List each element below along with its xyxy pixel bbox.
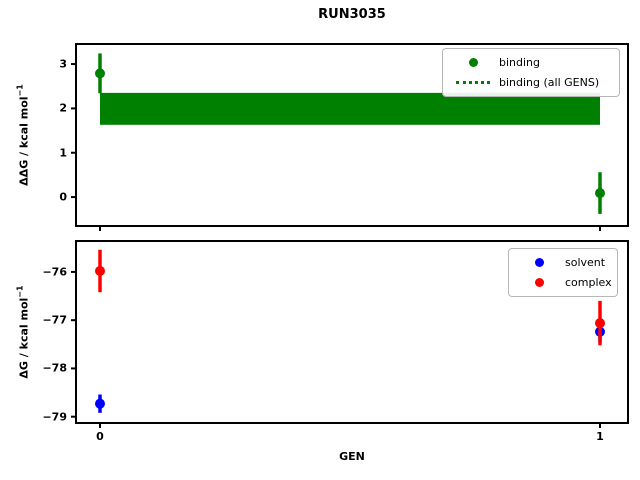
legend-item-binding: binding bbox=[453, 54, 611, 71]
legend-label-binding-all-gens: binding (all GENS) bbox=[499, 76, 600, 89]
legend-label-solvent: solvent bbox=[565, 256, 606, 269]
lower-axes-frame bbox=[75, 240, 629, 424]
upper-axes-frame bbox=[75, 43, 629, 227]
figure-title: RUN3035 bbox=[318, 7, 386, 22]
y-tick-label: −77 bbox=[42, 313, 67, 327]
legend-item-binding-all-gens: binding (all GENS) bbox=[453, 74, 611, 91]
lower-y-axis-label: ΔG / kcal mol−1 bbox=[15, 285, 31, 379]
legend-item-solvent: solvent bbox=[519, 254, 609, 271]
y-tick-label: 0 bbox=[59, 190, 67, 204]
legend-item-complex: complex bbox=[519, 274, 612, 291]
binding-all-gens-dotted-line-icon bbox=[456, 81, 490, 84]
x-axis-label: GEN bbox=[339, 450, 365, 463]
lower-legend: solvent complex bbox=[508, 248, 618, 297]
complex-point-gen1 bbox=[595, 318, 605, 329]
binding-dot-icon bbox=[468, 58, 478, 67]
band-binding-all-gens bbox=[100, 92, 600, 125]
complex-dot-icon bbox=[534, 278, 544, 287]
y-tick-label: −76 bbox=[42, 265, 67, 279]
y-tick-label: 3 bbox=[59, 57, 67, 71]
complex-point-gen0 bbox=[95, 265, 105, 276]
solvent-dot-icon bbox=[534, 258, 544, 267]
upper-y-axis-label: ΔΔG / kcal mol−1 bbox=[15, 84, 31, 186]
legend-label-binding: binding bbox=[499, 56, 541, 69]
binding-point-gen0 bbox=[95, 68, 105, 79]
x-tick-label: 0 bbox=[96, 430, 104, 443]
upper-legend: binding binding (all GENS) bbox=[442, 48, 620, 97]
binding-point-gen1 bbox=[595, 188, 605, 199]
x-tick-label: 1 bbox=[596, 430, 604, 443]
superscript: −1 bbox=[15, 285, 25, 298]
legend-label-complex: complex bbox=[565, 276, 612, 289]
y-tick-label: 2 bbox=[59, 101, 67, 115]
superscript: −1 bbox=[15, 84, 25, 97]
solvent-point-gen0 bbox=[95, 398, 105, 409]
y-tick-label: −78 bbox=[42, 361, 67, 375]
y-tick-label: −79 bbox=[42, 410, 67, 424]
y-tick-label: 1 bbox=[59, 146, 67, 160]
